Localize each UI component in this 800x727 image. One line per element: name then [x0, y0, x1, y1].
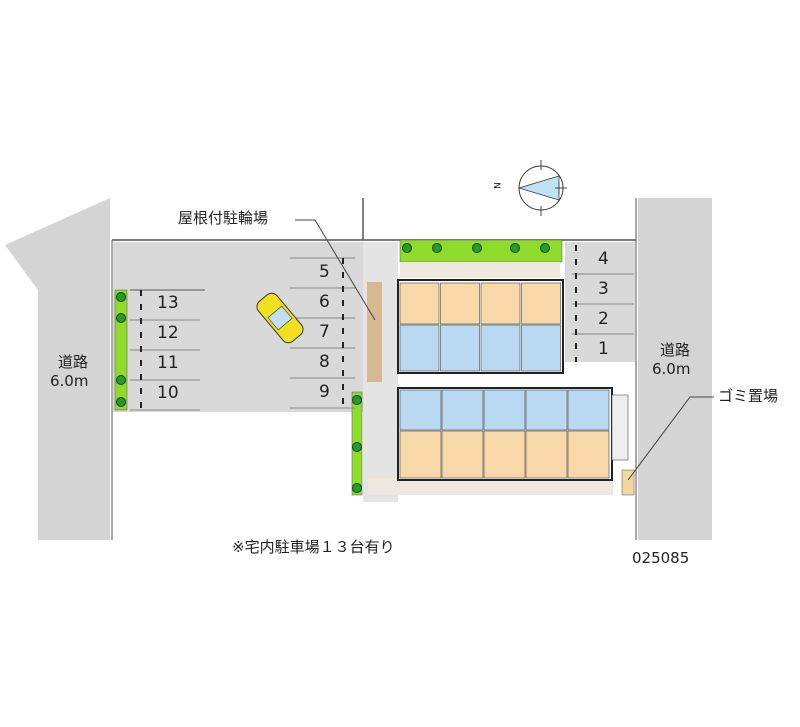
- tree-icon: [116, 375, 126, 385]
- garbage-label: ゴミ置場: [718, 387, 779, 405]
- room-wet-area: [567, 389, 610, 431]
- car-icon: [256, 292, 304, 344]
- parking-space-number: 10: [157, 383, 179, 403]
- apartment-building: [397, 279, 629, 481]
- parking-space-number: 8: [319, 352, 330, 372]
- room-wet-area: [521, 324, 561, 372]
- green-strip-left: [114, 289, 128, 411]
- compass-north-label: N: [490, 182, 501, 189]
- road-right-label: 道路: [660, 341, 691, 359]
- parking-lines: [130, 245, 634, 411]
- road-left-width: 6.0m: [50, 372, 89, 390]
- room-wet-area: [480, 324, 521, 372]
- road-right-width: 6.0m: [652, 360, 691, 378]
- tree-icon: [116, 313, 126, 323]
- room-living: [567, 430, 610, 479]
- room-living: [525, 430, 568, 479]
- garbage-leader-line: [627, 396, 714, 481]
- tree-icon: [116, 397, 126, 407]
- room-living: [521, 282, 561, 325]
- parking-space-number: 4: [598, 249, 609, 269]
- road-right: [638, 198, 712, 540]
- tree-icon: [472, 243, 482, 253]
- road-left-label: 道路: [58, 353, 89, 371]
- property-code: 025085: [632, 549, 690, 567]
- tree-icon: [352, 442, 362, 452]
- room-living: [399, 430, 442, 479]
- gravel-path: [400, 262, 560, 278]
- parking-space-number: 9: [319, 382, 330, 402]
- room-living: [399, 282, 440, 325]
- parking-space-number: 6: [319, 292, 330, 312]
- parking-space-number: 11: [157, 353, 179, 373]
- note-text: ※宅内駐車場１３台有り: [232, 538, 395, 556]
- tree-icon: [432, 243, 442, 253]
- room-living: [480, 282, 521, 325]
- parking-space-number: 13: [157, 293, 179, 313]
- room-living: [441, 430, 484, 479]
- parking-space-number: 7: [319, 322, 330, 342]
- tree-icon: [510, 243, 520, 253]
- room-living: [440, 282, 480, 325]
- gravel-path: [368, 478, 613, 495]
- room-wet-area: [399, 324, 440, 372]
- parking-space-number: 5: [319, 262, 330, 282]
- tree-icon: [116, 292, 126, 302]
- staircase: [611, 394, 629, 461]
- parking-space-number: 2: [598, 309, 609, 329]
- bicycle-leader-line: [295, 219, 376, 321]
- tree-icon: [540, 243, 550, 253]
- parking-space-number: 1: [598, 339, 609, 359]
- bicycle-parking-label: 屋根付駐輪場: [178, 209, 269, 227]
- tree-icon: [402, 243, 412, 253]
- parking-space-number: 3: [598, 279, 609, 299]
- tree-icon: [352, 395, 362, 405]
- room-wet-area: [483, 389, 526, 431]
- parking-space-number: 12: [157, 323, 179, 343]
- tree-icon: [352, 483, 362, 493]
- room-living: [483, 430, 526, 479]
- trees: [116, 243, 550, 493]
- room-wet-area: [399, 389, 442, 431]
- bicycle-parking-area: [367, 282, 382, 382]
- room-wet-area: [525, 389, 568, 431]
- compass-icon: [517, 160, 567, 216]
- room-wet-area: [441, 389, 484, 431]
- room-wet-area: [440, 324, 480, 372]
- road-left: [5, 198, 110, 540]
- parking-lot: [113, 242, 363, 412]
